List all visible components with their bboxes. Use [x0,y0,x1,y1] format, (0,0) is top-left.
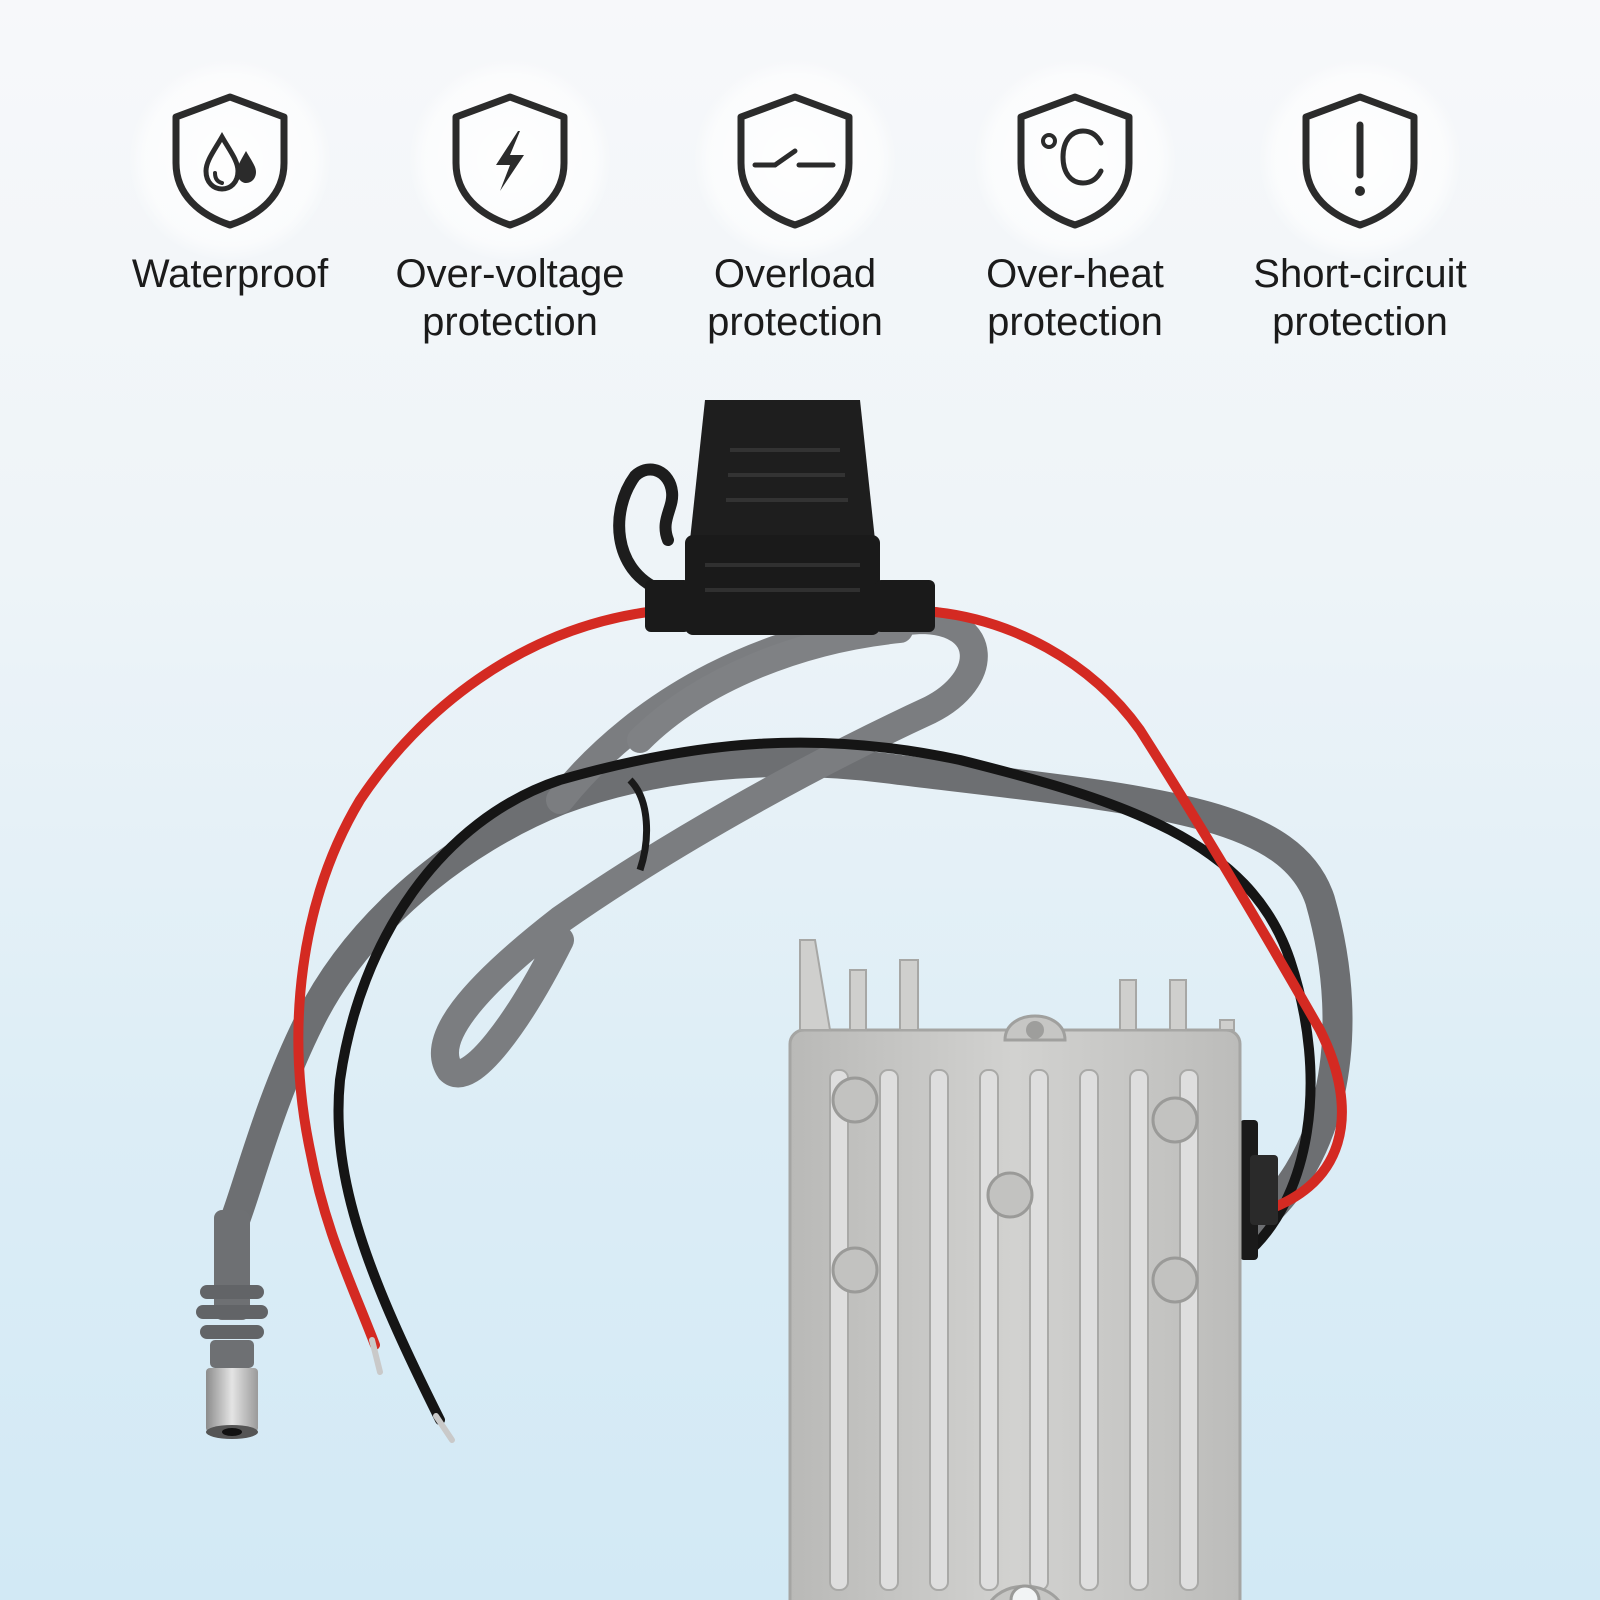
feature-over-heat: Over-heat protection [935,60,1215,346]
feature-short-circuit: Short-circuit protection [1220,60,1500,346]
dc-barrel-plug [196,1210,268,1439]
feature-disc [410,60,610,260]
water-drop-shield-icon [172,93,288,229]
red-wire [293,607,1347,1350]
black-wire-tip [433,1413,455,1443]
feature-over-voltage: Over-voltage protection [370,60,650,346]
product-illustration [196,400,1353,1600]
feature-label: Overload protection [707,252,883,344]
feature-waterproof: Waterproof [90,60,370,298]
feature-disc [130,60,330,260]
feature-disc [695,60,895,260]
feature-label: Over-voltage protection [395,252,625,344]
feature-overload: Overload protection [655,60,935,346]
gray-cable [220,605,1353,1245]
cable-tie [627,777,651,872]
dc-converter-module [788,939,1278,1600]
feature-label: Over-heat protection [986,252,1164,344]
feature-disc [975,60,1175,260]
feature-disc [1260,60,1460,260]
feature-label: Short-circuit protection [1253,252,1467,344]
feature-label: Waterproof [131,252,329,296]
celsius-shield-icon [1017,93,1133,229]
lightning-shield-icon [452,93,568,229]
exclamation-shield-icon [1302,93,1418,229]
switch-shield-icon [737,93,853,229]
fuse-holder [613,400,935,635]
red-wire-tip [369,1337,383,1375]
feature-icons-row: Waterproof Over-voltage protection Overl… [0,0,1600,360]
